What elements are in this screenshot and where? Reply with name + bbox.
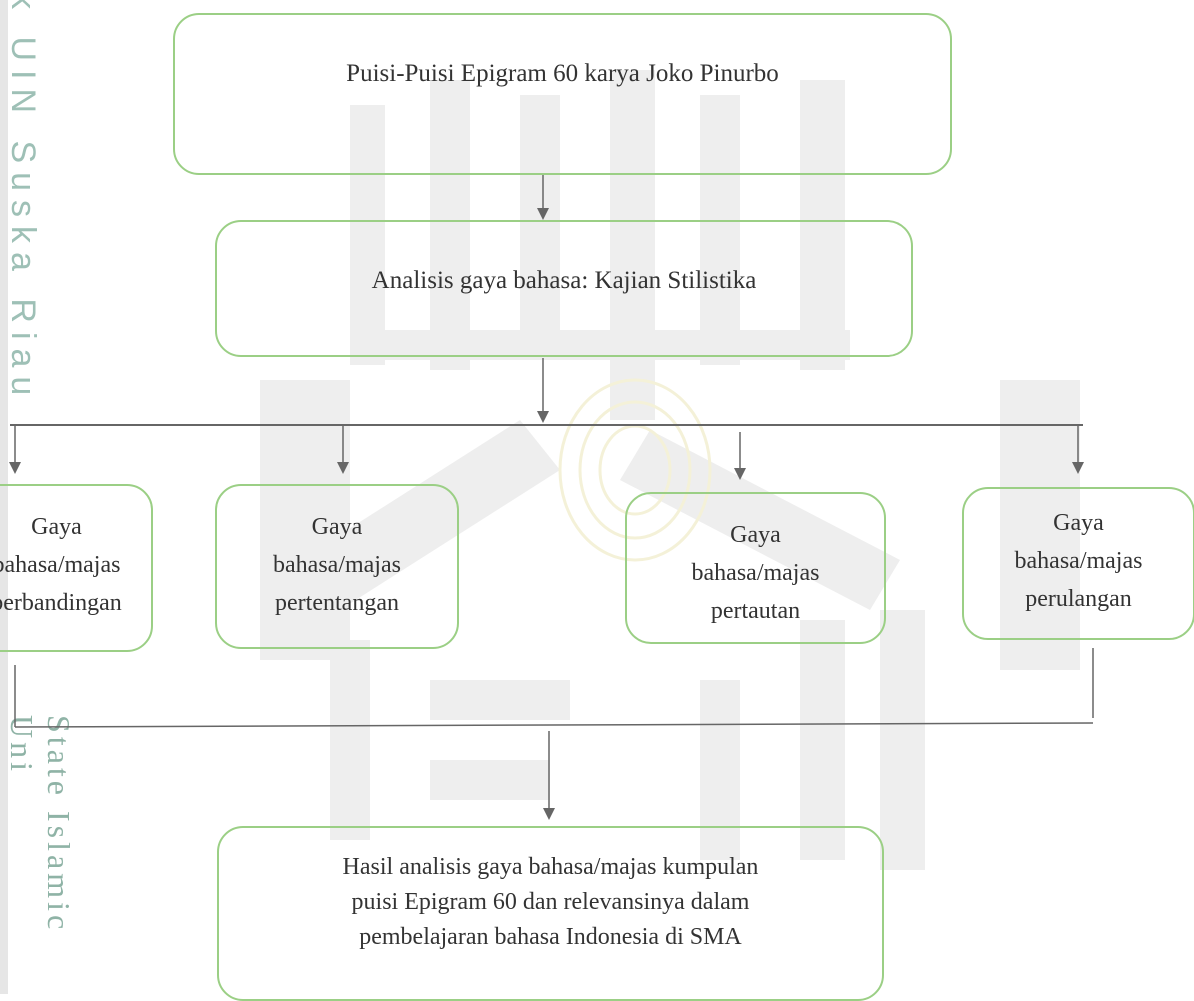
source-box: Puisi-Puisi Epigram 60 karya Joko Pinurb… xyxy=(173,13,952,175)
branch-box-perbandingan: Gaya bahasa/majas perbandingan xyxy=(0,484,153,652)
watermark-side-text-bottom: State Islamic Uni xyxy=(4,715,77,934)
branch-line: pertentangan xyxy=(275,590,399,616)
branch-line: Gaya xyxy=(31,514,82,540)
branch-line: Gaya xyxy=(1053,510,1104,536)
source-box-label: Puisi-Puisi Epigram 60 karya Joko Pinurb… xyxy=(346,60,779,87)
result-box: Hasil analisis gaya bahasa/majas kumpula… xyxy=(217,826,884,1001)
branch-line: perbandingan xyxy=(0,590,122,616)
result-line: Hasil analisis gaya bahasa/majas kumpula… xyxy=(342,854,759,880)
merge-horizontal-line xyxy=(14,722,1094,728)
branch-line: bahasa/majas xyxy=(691,560,820,586)
branch-line: bahasa/majas xyxy=(1014,548,1143,574)
watermark-side-text-top: k UIN Suska Riau xyxy=(4,0,42,405)
left-edge-strip xyxy=(0,0,8,994)
branch-line: Gaya xyxy=(311,514,363,540)
result-line: puisi Epigram 60 dan relevansinya dalam xyxy=(351,889,750,915)
branch-box-pertautan: Gaya bahasa/majas pertautan xyxy=(625,492,886,644)
analysis-box-label: Analisis gaya bahasa: Kajian Stilistika xyxy=(371,267,757,294)
branch-line: bahasa/majas xyxy=(0,552,121,578)
branch-line: pertautan xyxy=(710,598,801,624)
branch-line: perulangan xyxy=(1025,586,1132,612)
branch-box-perulangan: Gaya bahasa/majas perulangan xyxy=(962,487,1194,640)
analysis-box: Analisis gaya bahasa: Kajian Stilistika xyxy=(215,220,913,357)
branch-line: Gaya xyxy=(730,522,781,548)
branch-box-pertentangan: Gaya bahasa/majas pertentangan xyxy=(215,484,459,649)
branch-line: bahasa/majas xyxy=(273,552,401,578)
result-line: pembelajaran bahasa Indonesia di SMA xyxy=(359,924,742,950)
